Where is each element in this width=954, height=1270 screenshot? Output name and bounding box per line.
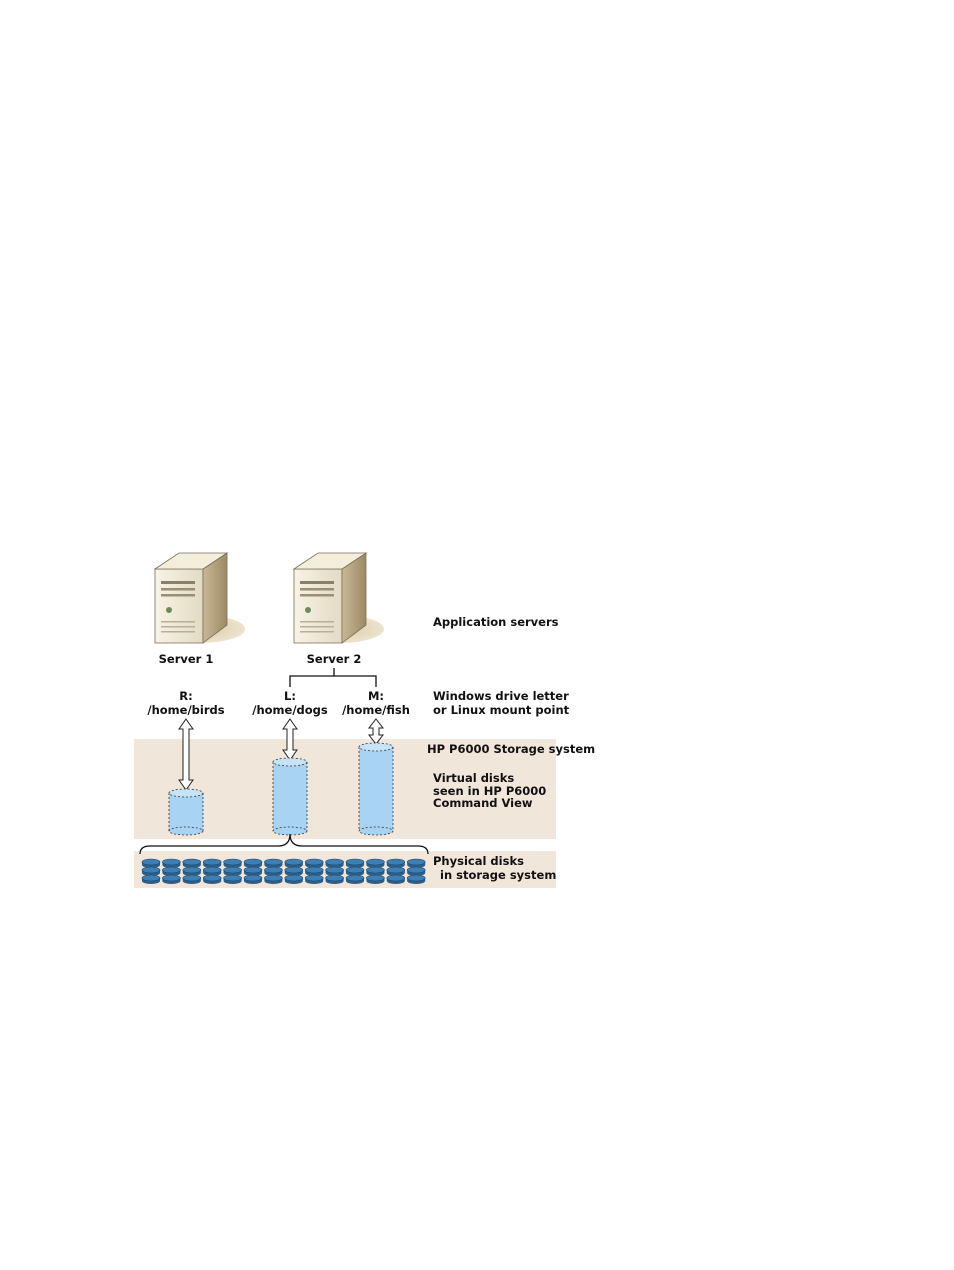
physical-disk xyxy=(203,859,221,865)
physical-disk xyxy=(183,867,201,873)
mount-point-dogs: /home/dogs xyxy=(252,703,328,717)
server-tower-icon xyxy=(155,553,245,643)
physical-disk xyxy=(162,867,180,873)
application-servers-label: Application servers xyxy=(433,615,559,629)
storage-system-label: HP P6000 Storage system xyxy=(427,742,595,756)
physical-disks-label-line1: Physical disks xyxy=(433,854,524,868)
drive-letter-l: L: xyxy=(284,689,296,703)
server-1-label: Server 1 xyxy=(159,652,214,666)
physical-disk xyxy=(244,859,262,865)
server-tower-icon xyxy=(294,553,384,643)
virtual-disks-label-line3: Command View xyxy=(433,796,533,810)
physical-disk xyxy=(387,859,405,865)
physical-disk xyxy=(326,875,344,881)
physical-disk xyxy=(203,867,221,873)
physical-disk xyxy=(142,867,160,873)
drive-letter-m: M: xyxy=(368,689,384,703)
physical-disk xyxy=(285,867,303,873)
physical-disk xyxy=(264,859,282,865)
virtual-disk-cylinder-icon xyxy=(273,758,307,835)
physical-disk xyxy=(346,867,364,873)
physical-disk xyxy=(264,867,282,873)
drive-letter-r: R: xyxy=(179,689,192,703)
physical-disks-label-line2: in storage system xyxy=(440,868,556,882)
physical-disk xyxy=(387,875,405,881)
physical-disk xyxy=(244,867,262,873)
physical-disk xyxy=(305,875,323,881)
physical-disk xyxy=(203,875,221,881)
physical-disk xyxy=(183,859,201,865)
physical-disk xyxy=(224,867,242,873)
physical-disk xyxy=(224,875,242,881)
physical-disk xyxy=(285,859,303,865)
virtual-disk-cylinder-icon xyxy=(359,743,393,835)
mount-point-fish: /home/fish xyxy=(342,703,410,717)
mount-point-birds: /home/birds xyxy=(147,703,224,717)
physical-disk xyxy=(387,867,405,873)
virtual-disks-label-line1: Virtual disks xyxy=(433,771,514,785)
drive-letter-label-line2: or Linux mount point xyxy=(433,703,570,717)
physical-disk xyxy=(162,875,180,881)
physical-disk xyxy=(305,859,323,865)
physical-disk xyxy=(142,875,160,881)
physical-disk xyxy=(366,875,384,881)
drive-letter-label-line1: Windows drive letter xyxy=(433,689,569,703)
physical-disk xyxy=(264,875,282,881)
physical-disk xyxy=(407,859,425,865)
physical-disk xyxy=(326,859,344,865)
physical-disk xyxy=(346,875,364,881)
virtual-disk-cylinder-icon xyxy=(169,789,203,835)
physical-disk xyxy=(183,875,201,881)
physical-disk xyxy=(285,875,303,881)
physical-disk xyxy=(305,867,323,873)
physical-disk xyxy=(366,859,384,865)
physical-disk xyxy=(407,875,425,881)
server-2-label: Server 2 xyxy=(307,652,362,666)
physical-disk xyxy=(244,875,262,881)
physical-disk xyxy=(326,867,344,873)
physical-disk xyxy=(366,867,384,873)
physical-disk xyxy=(224,859,242,865)
physical-disk xyxy=(142,859,160,865)
physical-disk xyxy=(407,867,425,873)
server-2-bracket xyxy=(290,668,376,687)
physical-disk xyxy=(162,859,180,865)
physical-disk xyxy=(346,859,364,865)
